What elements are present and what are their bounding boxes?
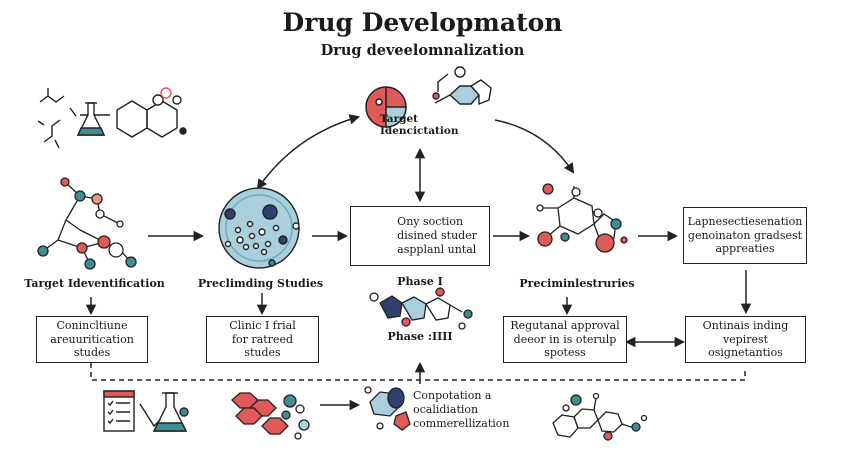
- clinical-trial-box: Clinic I frial for ratreed studes: [206, 316, 319, 363]
- left-bottom-box-text: Conincltiune areuuritication studes: [50, 318, 134, 360]
- right-bottom-box: Ontinais inding vepirest osignetantios: [685, 316, 806, 363]
- chemical-structure-icon: [37, 87, 187, 149]
- checklist-icon: [103, 390, 135, 432]
- page-title: Drug Developmaton: [282, 8, 563, 37]
- right-bottom-box-text: Ontinais inding vepirest osignetantios: [702, 318, 789, 360]
- molecule-icon: [369, 287, 473, 330]
- target-identification-label: Target Ideventification: [24, 277, 165, 290]
- molecule-icon: [432, 66, 492, 106]
- chemical-structure-icon: [552, 392, 648, 441]
- preclinical-right-label: Preciminlestruries: [519, 277, 635, 290]
- right-top-box-text: Lapnesectiesenation genoinaton gradsest …: [687, 214, 803, 256]
- target-identification-top-label: Target Idencictation: [380, 113, 459, 137]
- phase-one-label: Phase I: [397, 275, 443, 288]
- clinical-trial-box-text: Clinic I frial for ratreed studes: [229, 318, 296, 360]
- phase-three-label: Phase :IIII: [387, 330, 453, 343]
- dashed-connector: [90, 363, 746, 381]
- study-design-box: Ony soction disined studer aspplanl unta…: [350, 206, 490, 266]
- right-top-box: Lapnesectiesenation genoinaton gradsest …: [683, 207, 807, 264]
- molecule-icon: [37, 177, 137, 270]
- molecule-icon: [364, 386, 411, 431]
- flask-icon: [76, 102, 106, 136]
- pie-target-icon: [365, 86, 407, 128]
- left-bottom-box: Conincltiune areuuritication studes: [36, 316, 148, 363]
- preclinical-studies-label: Preclimding Studies: [197, 277, 324, 290]
- flask-icon: [139, 392, 189, 432]
- molecule-icon: [536, 183, 628, 253]
- study-design-box-text: Ony soction disined studer aspplanl unta…: [397, 215, 477, 256]
- page-subtitle: Drug deveelomnalization: [320, 42, 525, 59]
- regulatory-approval-box-text: Regutanal approval deeor in is oterulp s…: [510, 318, 620, 360]
- arrow-target-to-preclinical-right: [494, 119, 575, 174]
- commercialization-label: Conpotation a ocalidiation commerellizat…: [413, 389, 510, 430]
- arrow-preclinical-target-curve: [256, 114, 361, 190]
- petri-dish-icon: [218, 187, 300, 269]
- regulatory-approval-box: Regutanal approval deeor in is oterulp s…: [503, 316, 627, 363]
- hexagon-cluster-icon: [231, 392, 310, 440]
